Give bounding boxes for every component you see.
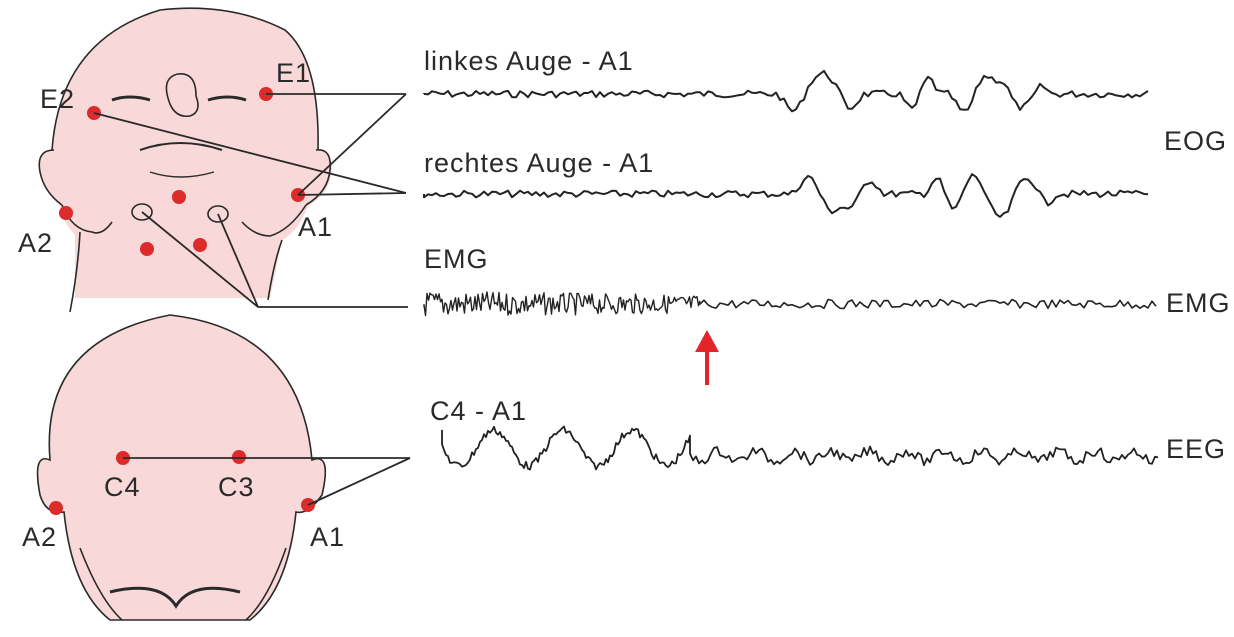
electrode-a2-face	[59, 206, 73, 220]
wire-chin-left	[141, 211, 259, 308]
label-a2-face: A2	[18, 228, 54, 258]
wire-a1-left-eye	[297, 93, 407, 196]
wire-a1-right-eye	[297, 192, 407, 196]
electrode-chin-1	[172, 190, 186, 204]
label-c4: C4	[104, 472, 141, 502]
label-e2: E2	[40, 84, 76, 114]
face-mouth	[139, 142, 223, 151]
face-jaw-right	[241, 204, 307, 237]
face-ear-left	[38, 149, 63, 206]
group-label-eeg: EEG	[1166, 434, 1227, 464]
chin-electrode-right	[207, 205, 229, 223]
label-c3: C3	[218, 472, 255, 502]
electrode-a2-back	[49, 501, 63, 515]
label-a1-back: A1	[310, 522, 346, 552]
trace-label-emg: EMG	[424, 244, 489, 274]
face-outline	[51, 7, 319, 151]
up-arrow-icon	[695, 330, 719, 385]
electrode-c3	[232, 450, 246, 464]
trace-right-eye	[423, 173, 1149, 218]
wire-a1-eeg	[307, 457, 411, 506]
trace-label-right-eye: rechtes Auge - A1	[424, 148, 655, 178]
label-a1-face: A1	[298, 212, 334, 242]
lead-wires	[93, 93, 411, 506]
trace-emg-low	[699, 298, 1157, 310]
electrode-chin-3	[193, 238, 207, 252]
back-head-nape	[109, 586, 241, 609]
trace-emg-high	[423, 291, 701, 317]
face-ear-right	[305, 149, 332, 206]
trace-left-eye	[423, 69, 1149, 113]
trace-label-eeg: C4 - A1	[430, 396, 528, 426]
label-e1: E1	[276, 58, 312, 88]
face-chin	[149, 171, 215, 178]
back-head-illustration	[36, 314, 327, 621]
face-neck	[69, 231, 283, 313]
wire-chin-right	[217, 213, 259, 308]
face-skin	[39, 8, 332, 298]
face-eye-left	[111, 95, 151, 102]
back-head-neck-right	[245, 547, 287, 621]
group-label-emg: EMG	[1166, 288, 1231, 318]
trace-eeg	[441, 425, 1159, 471]
face-illustration	[38, 7, 332, 313]
back-head-skin	[36, 314, 327, 621]
wire-e2-right-eye	[93, 112, 407, 194]
face-eye-right	[207, 95, 247, 102]
group-label-eog: EOG	[1164, 126, 1228, 156]
trace-label-left-eye: linkes Auge - A1	[424, 46, 634, 76]
face-nose	[165, 73, 199, 118]
electrode-chin-2	[140, 242, 154, 256]
label-a2-back: A2	[22, 522, 58, 552]
signal-traces	[423, 69, 1159, 471]
back-head-neck-left	[79, 547, 123, 621]
chin-electrode-left	[131, 203, 153, 221]
